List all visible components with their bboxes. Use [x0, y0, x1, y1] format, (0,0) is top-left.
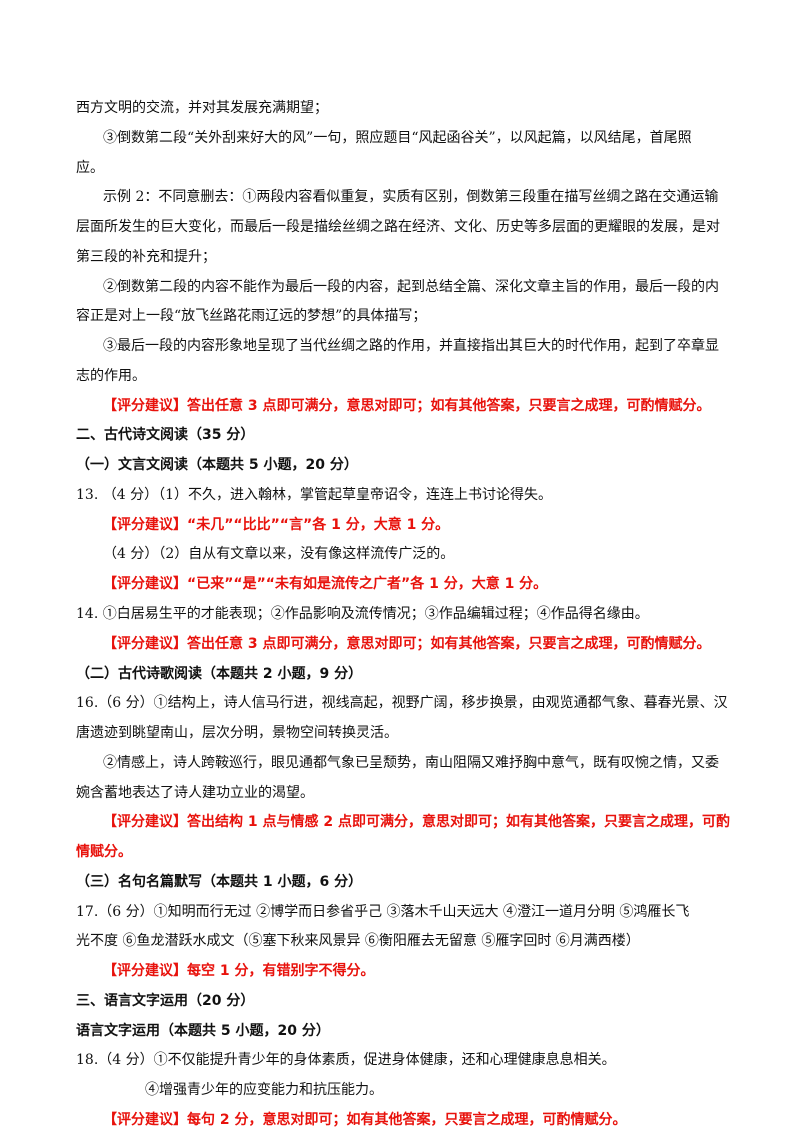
- scoring-note: 【评分建议】“未几”“比比”“言”各 1 分，大意 1 分。: [103, 517, 450, 533]
- text-line: 示例 2：不同意删去：①两段内容看似重复，实质有区别，倒数第三段重在描写丝绸之路…: [103, 189, 719, 205]
- subsection-heading: （三）名句名篇默写（本题共 1 小题，6 分）: [76, 874, 363, 890]
- text-line: 第三段的补充和提升；: [76, 249, 216, 265]
- question-13-answer-1: 13. （4 分）（1）不久，进入翰林，掌管起草皇帝诏令，连连上书讨论得失。: [76, 487, 552, 503]
- text-line: 光不度 ⑥鱼龙潜跃水成文（⑤塞下秋来风景异 ⑥衡阳雁去无留意 ⑤雁字回时 ⑥月满…: [76, 933, 640, 949]
- scoring-note: 【评分建议】答出结构 1 点与情感 2 点即可满分，意思对即可；如有其他答案，只…: [103, 814, 730, 830]
- text-line: ③最后一段的内容形象地呈现了当代丝绸之路的作用，并直接指出其巨大的时代作用，起到…: [103, 338, 719, 354]
- text-line: 志的作用。: [76, 368, 146, 384]
- scoring-note: 【评分建议】“已来”“是”“未有如是流传之广者”各 1 分，大意 1 分。: [103, 576, 548, 592]
- question-17-answer: 17.（6 分）①知明而行无过 ②博学而日参省乎己 ③落木千山天远大 ④澄江一道…: [76, 904, 690, 920]
- subsection-heading: （二）古代诗歌阅读（本题共 2 小题，9 分）: [76, 666, 363, 682]
- scoring-note: 【评分建议】每空 1 分，有错别字不得分。: [103, 963, 375, 979]
- subsection-heading: （一）文言文阅读（本题共 5 小题，20 分）: [76, 457, 358, 473]
- question-16-answer: 16.（6 分）①结构上，诗人信马行进，视线高起，视野广阔，移步换景，由观览通都…: [76, 695, 728, 711]
- text-line: 层面所发生的巨大变化，而最后一段是描绘丝绸之路在经济、文化、历史等多层面的更耀眼…: [76, 219, 720, 235]
- scoring-note: 情赋分。: [76, 844, 132, 860]
- scoring-note: 【评分建议】每句 2 分，意思对即可；如有其他答案，只要言之成理，可酌情赋分。: [103, 1112, 627, 1128]
- question-13-answer-2: （4 分）（2）自从有文章以来，没有像这样流传广泛的。: [103, 546, 455, 562]
- section-heading: 二、古代诗文阅读（35 分）: [76, 427, 255, 443]
- subsection-heading: 语言文字运用（本题共 5 小题，20 分）: [76, 1023, 330, 1039]
- text-line: ②倒数第二段的内容不能作为最后一段的内容，起到总结全篇、深化文章主旨的作用，最后…: [103, 279, 719, 295]
- text-line: ②情感上，诗人跨鞍巡行，眼见通都气象已呈颓势，南山阻隔又难抒胸中意气，既有叹惋之…: [103, 755, 719, 771]
- scoring-note: 【评分建议】答出任意 3 点即可满分，意思对即可；如有其他答案，只要言之成理，可…: [103, 636, 711, 652]
- text-line: 应。: [76, 160, 104, 176]
- text-line: 西方文明的交流，并对其发展充满期望；: [76, 100, 328, 116]
- question-14-answer: 14. ①白居易生平的才能表现；②作品影响及流传情况；③作品编辑过程；④作品得名…: [76, 606, 649, 622]
- text-line: 婉含蓄地表达了诗人建功立业的渴望。: [76, 785, 314, 801]
- text-line: 容正是对上一段“放飞丝路花雨辽远的梦想”的具体描写；: [76, 308, 427, 324]
- text-line: ③倒数第二段“关外刮来好大的风”一句，照应题目“风起函谷关”，以风起篇，以风结尾…: [103, 130, 692, 146]
- section-heading: 三、语言文字运用（20 分）: [76, 993, 255, 1009]
- text-line: ④增强青少年的应变能力和抗压能力。: [145, 1082, 383, 1098]
- text-line: 唐遗迹到眺望南山，层次分明，景物空间转换灵活。: [76, 725, 398, 741]
- question-18-answer: 18.（4 分）①不仅能提升青少年的身体素质，促进身体健康，还和心理健康息息相关…: [76, 1052, 616, 1068]
- scoring-note: 【评分建议】答出任意 3 点即可满分，意思对即可；如有其他答案，只要言之成理，可…: [103, 398, 711, 414]
